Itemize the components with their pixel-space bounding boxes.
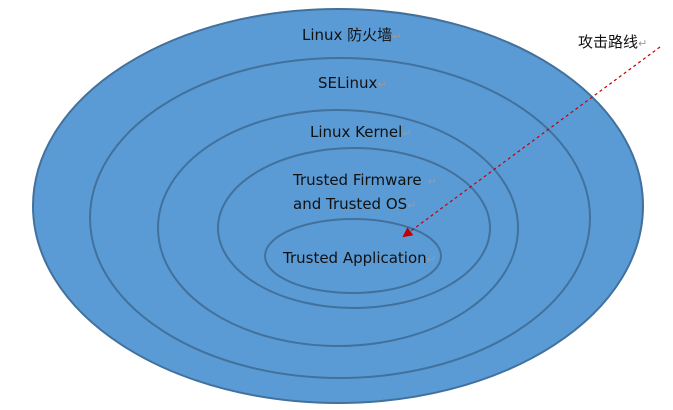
kernel-layer-label-text: Linux Kernel	[310, 123, 402, 141]
attack-path-label: 攻击路线↵	[578, 33, 647, 51]
firmware-para-mark-2: ↵	[407, 199, 416, 212]
firmware-layer-label-line1-text: Trusted Firmware	[292, 171, 422, 189]
application-layer-label-text: Trusted Application	[282, 249, 427, 267]
firmware-layer-label-line1: Trusted Firmware ↵	[292, 171, 437, 189]
firewall-para-mark: ↵	[392, 30, 401, 43]
firmware-para-mark-1: ↵	[428, 175, 437, 188]
attack-path-line	[402, 46, 661, 238]
firmware-layer-label-line2-text: and Trusted OS	[293, 195, 407, 213]
application-layer-ellipse	[264, 218, 442, 294]
selinux-layer-label-text: SELinux	[318, 74, 378, 92]
attack-para-mark: ↵	[638, 37, 647, 50]
kernel-layer-label: Linux Kernel↵	[310, 123, 412, 141]
firewall-layer-label-text: Linux 防火墙	[302, 26, 392, 44]
firewall-layer-label: Linux 防火墙↵	[302, 26, 401, 44]
kernel-para-mark: ↵	[402, 127, 411, 140]
attack-path-label-text: 攻击路线	[578, 33, 638, 51]
selinux-layer-label: SELinux↵	[318, 74, 387, 92]
application-layer-label: Trusted Application↵	[282, 249, 436, 267]
firmware-layer-label-line2: and Trusted OS↵	[293, 195, 416, 213]
selinux-para-mark: ↵	[377, 78, 386, 91]
application-para-mark: ↵	[427, 253, 436, 266]
